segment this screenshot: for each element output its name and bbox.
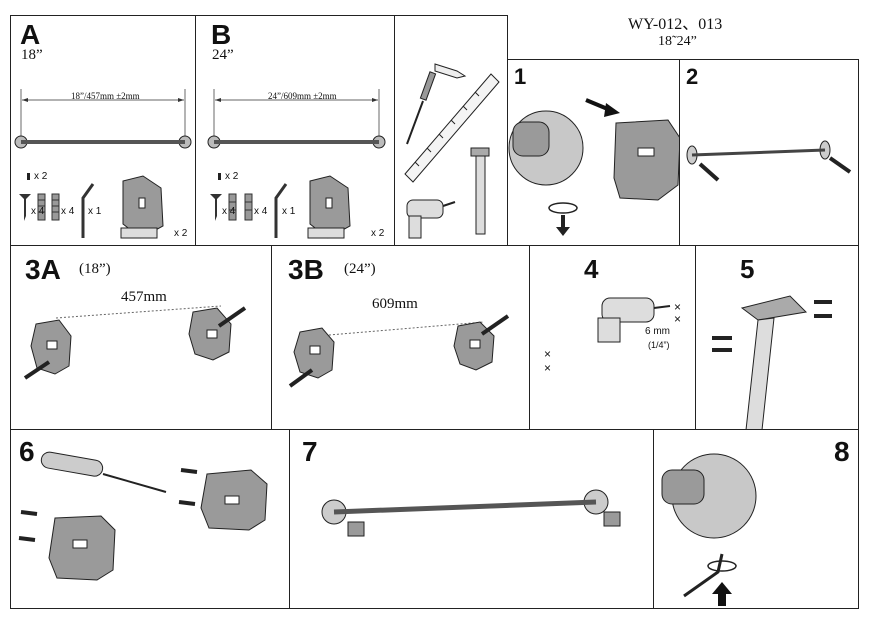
pencil-icon xyxy=(288,314,510,388)
wall-flange-icon xyxy=(508,110,584,186)
wall-anchor-icon xyxy=(244,193,253,221)
hardware-kit xyxy=(210,173,351,239)
step-number: 2 xyxy=(686,64,699,89)
qty-anchor: x 4 xyxy=(61,206,75,217)
hammer-icon xyxy=(470,147,490,235)
dimension-label: 24”/609mm ±2mm xyxy=(268,91,337,101)
qty-bracket: x 2 xyxy=(371,228,385,239)
qty-plug: x 2 xyxy=(34,171,48,182)
ruler-icon xyxy=(404,73,500,183)
bar-size: 18” xyxy=(21,47,43,63)
wall-bracket-icon xyxy=(293,327,335,379)
wall-bracket-icon xyxy=(613,119,679,201)
step-6-panel: 6 xyxy=(10,429,290,609)
towel-bar-icon xyxy=(321,489,609,525)
wall-anchor-icon xyxy=(228,193,237,221)
towel-bar-icon xyxy=(686,140,831,165)
towel-bar-icon xyxy=(14,89,192,149)
step-number: 5 xyxy=(740,254,755,284)
panel-a: A 18” 18”/457mm ±2mm x 2 x 4 x 4 x 1 x 2 xyxy=(10,15,196,246)
qty-screw: x 4 xyxy=(222,206,236,217)
qty-key: x 1 xyxy=(88,206,102,217)
qty-anchor: x 4 xyxy=(254,206,268,217)
step-8-panel: 8 xyxy=(653,429,859,609)
wall-anchor-icon xyxy=(51,193,60,221)
wall-bracket-icon xyxy=(347,511,621,537)
arrow-icon xyxy=(585,98,620,117)
panel-letter: A xyxy=(20,19,41,50)
svg-text:×: × xyxy=(674,312,681,326)
hammer-icon xyxy=(740,295,808,429)
wall-bracket-icon xyxy=(200,469,268,531)
step-number: 4 xyxy=(584,254,599,284)
panel-b: B 24” 24”/609mm ±2mm x 2 x 4 x 4 x 1 x 2 xyxy=(195,15,395,246)
wall-bracket-icon xyxy=(48,515,116,581)
distance-label: 457mm xyxy=(121,289,167,305)
step-number: 7 xyxy=(302,436,318,467)
svg-text:×: × xyxy=(674,300,681,314)
drill-size: 6 mm xyxy=(645,326,670,337)
step-1-panel: 1 xyxy=(507,59,680,246)
step-number: 6 xyxy=(19,436,35,467)
panel-letter: B xyxy=(211,19,232,50)
wall-bracket-icon xyxy=(30,319,72,375)
drill-mark-icon: ×××× xyxy=(544,300,681,375)
rotate-arrow-icon xyxy=(548,202,578,236)
step-4-panel: 4 ×××× 6 mm (1/4”) xyxy=(529,245,696,430)
rotate-arrow-icon xyxy=(707,560,737,572)
screw-icon xyxy=(27,173,30,180)
screw-icon xyxy=(19,194,31,221)
screw-icon xyxy=(210,194,222,221)
qty-screw: x 4 xyxy=(31,206,45,217)
step-5-panel: 5 xyxy=(695,245,859,430)
qty-plug: x 2 xyxy=(225,171,239,182)
screw-icon xyxy=(218,173,221,180)
allen-key-icon xyxy=(698,156,852,182)
wall-bracket-icon xyxy=(307,175,351,239)
step-number: 3A xyxy=(25,254,61,285)
model-number: WY-012、013 xyxy=(628,16,723,33)
step-number: 8 xyxy=(834,436,850,467)
step-number: 1 xyxy=(514,64,527,89)
step-7-panel: 7 xyxy=(289,429,654,609)
svg-text:×: × xyxy=(544,361,551,375)
drill-icon xyxy=(597,297,671,343)
hardware-kit xyxy=(19,173,164,239)
qty-bracket: x 2 xyxy=(174,228,188,239)
qty-key: x 1 xyxy=(282,206,296,217)
screw-icon xyxy=(18,468,198,542)
bar-size: (18”) xyxy=(79,261,111,277)
arrow-icon xyxy=(712,582,732,606)
screwdriver-icon xyxy=(40,451,167,493)
tools-panel xyxy=(394,15,508,246)
bar-size: (24”) xyxy=(344,261,376,277)
towel-bar-icon xyxy=(207,89,386,149)
dimension-label: 18”/457mm ±2mm xyxy=(71,91,140,101)
wall-anchor-icon xyxy=(712,300,832,352)
step-number: 3B xyxy=(288,254,324,285)
allen-key-icon xyxy=(81,183,95,238)
drill-size-inches: (1/4”) xyxy=(648,340,670,350)
allen-key-icon xyxy=(274,183,288,238)
screwdriver-icon xyxy=(406,71,437,145)
distance-label: 609mm xyxy=(372,296,418,312)
pencil-icon xyxy=(434,63,467,79)
bar-size: 24” xyxy=(212,47,234,63)
pencil-icon xyxy=(23,306,247,380)
wall-flange-icon xyxy=(661,453,757,539)
size-range: 18˜24” xyxy=(658,34,697,49)
step-3b-panel: 3B (24”) 609mm xyxy=(271,245,530,430)
wall-anchor-icon xyxy=(37,193,46,221)
drill-icon xyxy=(406,199,456,239)
svg-text:×: × xyxy=(544,347,551,361)
allen-key-icon xyxy=(683,553,724,598)
wall-bracket-icon xyxy=(120,175,164,239)
step-3a-panel: 3A (18”) 457mm xyxy=(10,245,272,430)
step-2-panel: 2 xyxy=(679,59,859,246)
wall-bracket-icon xyxy=(188,307,232,361)
